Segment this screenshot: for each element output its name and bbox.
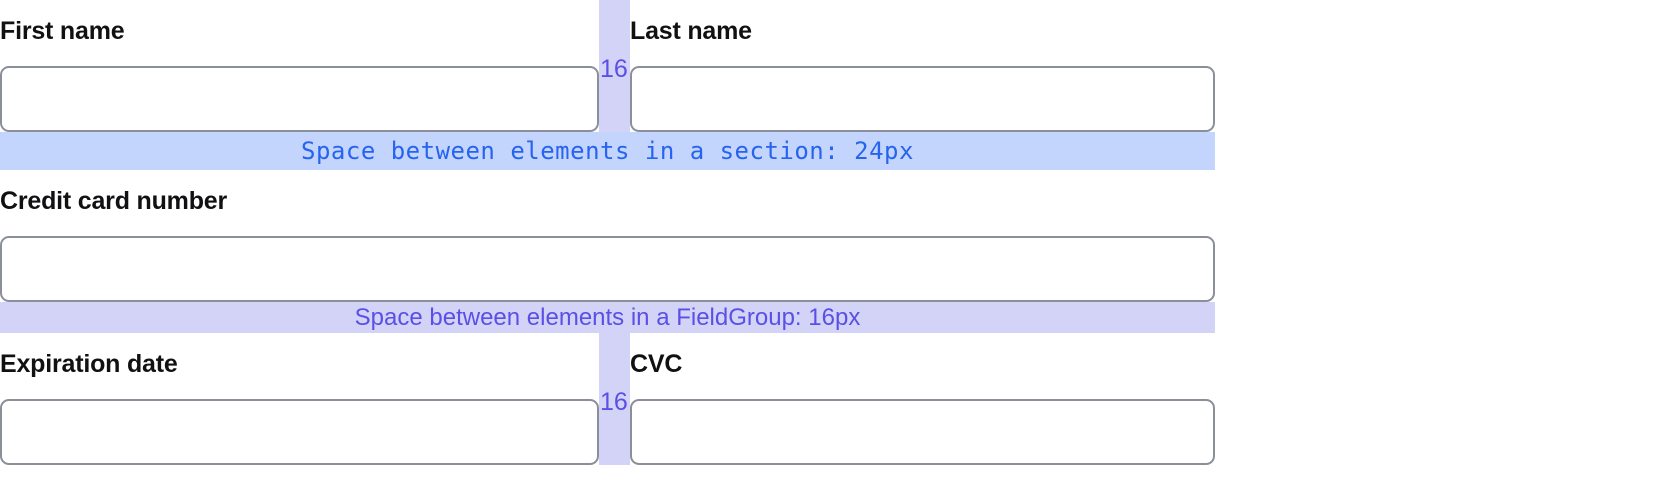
label-credit-card-number: Credit card number — [0, 187, 228, 215]
field-row-name: First name 16 Last name — [0, 0, 1215, 132]
field-group-credit-card: Credit card number — [0, 170, 1215, 302]
input-credit-card-number[interactable] — [0, 236, 1215, 302]
column-gap-value: 16 — [600, 55, 628, 83]
field-group-first-name: First name — [0, 0, 599, 132]
column-gap-marker-name-row: 16 — [599, 0, 630, 132]
annotation-fieldgroup-spacing-text: Space between elements in a FieldGroup: … — [354, 303, 861, 331]
form-content-column: First name 16 Last name Space between el… — [0, 0, 1215, 465]
field-group-last-name: Last name — [630, 0, 1215, 132]
label-first-name: First name — [0, 17, 125, 45]
field-row-expiry-cvc: Expiration date 16 CVC — [0, 333, 1215, 465]
label-expiration-date: Expiration date — [0, 350, 178, 378]
column-gap-marker-expiry-row: 16 — [599, 333, 630, 465]
annotation-section-spacing-text: Space between elements in a section: 24p… — [301, 137, 914, 165]
field-group-cvc: CVC — [630, 333, 1215, 465]
annotation-band-section-spacing: Space between elements in a section: 24p… — [0, 132, 1215, 170]
label-cvc: CVC — [630, 350, 683, 378]
annotation-band-fieldgroup-spacing: Space between elements in a FieldGroup: … — [0, 302, 1215, 333]
label-last-name: Last name — [630, 17, 752, 45]
input-last-name[interactable] — [630, 66, 1215, 132]
input-expiration-date[interactable] — [0, 399, 599, 465]
field-row-credit-card: Credit card number — [0, 170, 1215, 302]
input-cvc[interactable] — [630, 399, 1215, 465]
column-gap-value: 16 — [600, 388, 628, 416]
field-group-expiration-date: Expiration date — [0, 333, 599, 465]
input-first-name[interactable] — [0, 66, 599, 132]
